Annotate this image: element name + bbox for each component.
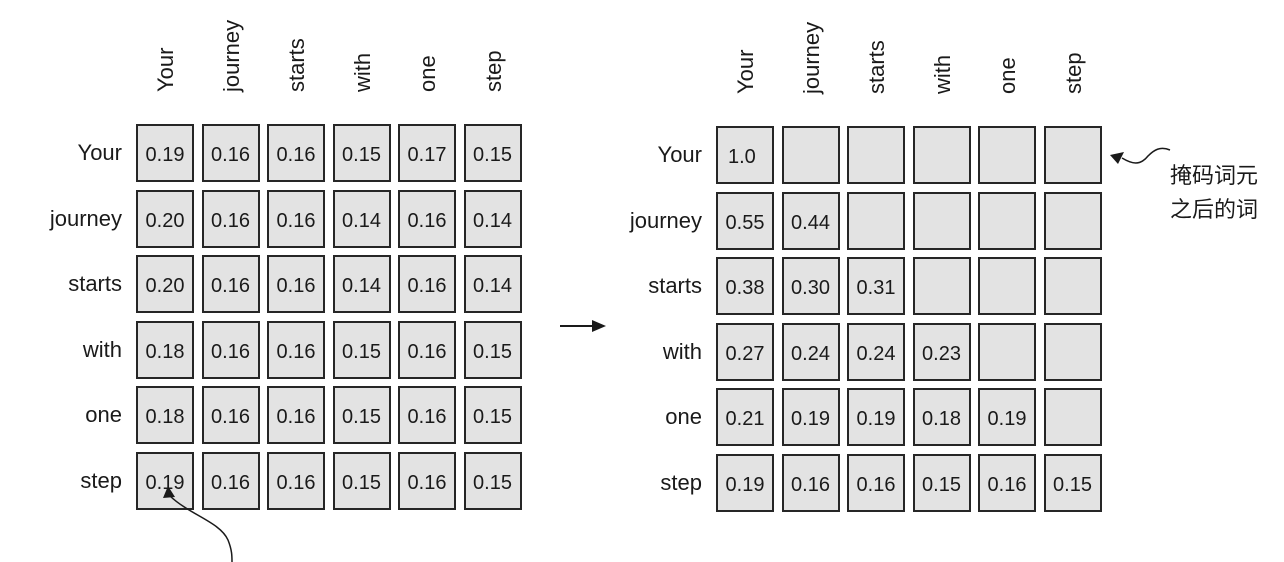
- matrix-1-cell-r1-c0: 0.20: [136, 189, 194, 248]
- mask-arrow-curve: [1121, 147, 1171, 164]
- matrix-2-cell-r1-c0: 0.55: [716, 191, 774, 250]
- matrix-2-cell-r2-c1: 0.30: [781, 257, 840, 315]
- matrix-1-cell-r1-c5: 0.14: [463, 189, 522, 248]
- matrix-2-cell-r5-c4: 0.16: [978, 453, 1036, 512]
- matrix-2-cell-r4-c4: 0.19: [978, 388, 1036, 446]
- matrix-2-cell-r1-c1: 0.44: [781, 191, 840, 250]
- matrix-1-cell-r5-c5: 0.15: [463, 451, 522, 510]
- matrix-2-cell-r1-c2: [847, 191, 905, 250]
- matrix-1-cell-r5-c0: 0.19: [136, 451, 194, 510]
- matrix-1-row-label-2: starts: [68, 271, 122, 296]
- matrix-2-cell-r0-c5: [1043, 126, 1102, 184]
- matrix-2-cell-r5-c1: 0.16: [781, 453, 840, 512]
- matrix-2-cell-r2-c4: [978, 257, 1036, 315]
- cell-arrowhead: [163, 486, 175, 498]
- matrix-2-cell-r0-c3: [912, 126, 971, 184]
- matrix-1-cell-r0-c3: 0.15: [332, 124, 391, 182]
- matrix-2-cell-r2-c5: [1043, 257, 1102, 315]
- matrix-1-cell-r4-c5: 0.15: [463, 386, 522, 444]
- matrix-1-row-label-4: one: [85, 402, 122, 427]
- matrix-2-cell-r2-c0: 0.38: [716, 257, 774, 315]
- matrix-1-cell-r4-c1: 0.16: [201, 386, 260, 444]
- matrix-1-cell-r3-c5: 0.15: [463, 320, 522, 379]
- matrix-1-cell-r1-c3: 0.14: [332, 189, 391, 248]
- matrix-1-cell-r1-c1: 0.16: [201, 189, 260, 248]
- matrix-2-cell-r0-c0: 1.0: [716, 126, 774, 184]
- matrix-2-cell-r2-c2: 0.31: [847, 257, 905, 315]
- matrix-2-cell-r4-c0: 0.21: [716, 388, 774, 446]
- matrix-2-cell-r2-c3: [912, 257, 971, 315]
- matrix-2-cell-r3-c0: 0.27: [716, 322, 774, 381]
- mask-arrowhead: [1110, 152, 1124, 164]
- mask-annotation-line-1: 掩码词元: [1170, 164, 1259, 189]
- matrix-1-cell-r5-c2: 0.16: [267, 451, 325, 510]
- matrix-1-row-label-0: Your: [77, 140, 122, 165]
- matrix-1-cell-r0-c4: 0.17: [398, 124, 456, 182]
- matrix-1-cell-r3-c2: 0.16: [267, 320, 325, 379]
- matrix-2-row-label-5: step: [660, 469, 702, 495]
- matrix-2-cell-r4-c2: 0.19: [847, 388, 905, 446]
- matrix-2-row-label-3: with: [662, 338, 702, 364]
- matrix-1-cell-r3-c1: 0.16: [201, 320, 260, 379]
- matrix-1-cell-r2-c3: 0.14: [332, 255, 391, 313]
- matrix-2-cell-r5-c0: 0.19: [716, 453, 774, 512]
- matrix-2-cell-r4-c1: 0.19: [781, 388, 840, 446]
- matrix-2-row-label-1: journey: [629, 207, 702, 233]
- matrix-1-cell-r2-c5: 0.14: [463, 255, 522, 313]
- matrix-2-cell-r1-c4: [978, 191, 1036, 250]
- matrix-2-cell-r4-c5: [1043, 388, 1102, 446]
- matrix-2-cell-r1-c3: [912, 191, 971, 250]
- matrix-2-cell-r5-c5: 0.15: [1043, 453, 1102, 512]
- matrix-1-cell-r2-c2: 0.16: [267, 255, 325, 313]
- matrix-2-cell-r3-c5: [1043, 322, 1102, 381]
- matrix-1-cell-r5-c4: 0.16: [398, 451, 456, 510]
- matrix-2-cell-r1-c5: [1043, 191, 1102, 250]
- matrix-1-cell-r0-c2: 0.16: [267, 124, 325, 182]
- matrix-1-cell-r4-c2: 0.16: [267, 386, 325, 444]
- matrix-1-row-label-3: with: [82, 336, 122, 362]
- mask-annotation-line-2: 之后的词: [1170, 198, 1259, 223]
- matrix-1-cell-r5-c1: 0.16: [201, 451, 260, 510]
- matrix-2-cell-r0-c2: [847, 126, 905, 184]
- matrix-2-row-label-0: Your: [657, 142, 702, 167]
- matrix-2-cell-r5-c3: 0.15: [912, 453, 971, 512]
- matrix-1-cell-r0-c5: 0.15: [463, 124, 522, 182]
- matrix-1-cell-r1-c2: 0.16: [267, 189, 325, 248]
- matrix-1-cell-r2-c0: 0.20: [136, 255, 194, 313]
- matrix-2-cell-r3-c1: 0.24: [781, 322, 840, 381]
- matrix-2-row-label-2: starts: [648, 273, 702, 298]
- matrix-2-cell-r5-c2: 0.16: [847, 453, 905, 512]
- matrix-1-cell-r4-c3: 0.15: [332, 386, 391, 444]
- matrix-1-cell-r1-c4: 0.16: [398, 189, 456, 248]
- matrix-1-cell-r4-c4: 0.16: [398, 386, 456, 444]
- matrix-1-cell-r0-c1: 0.16: [201, 124, 260, 182]
- matrix-1-row-label-5: step: [80, 467, 122, 493]
- matrix-1-cell-r0-c0: 0.19: [136, 124, 194, 182]
- matrix-1-cell-r3-c0: 0.18: [136, 320, 194, 379]
- matrix-2-cell-r3-c3: 0.23: [912, 322, 971, 381]
- matrix-1-cell-r4-c0: 0.18: [136, 386, 194, 444]
- matrix-1-cell-r5-c3: 0.15: [332, 451, 391, 510]
- matrix-2-cell-r4-c3: 0.18: [912, 388, 971, 446]
- matrix-1-cell-r3-c4: 0.16: [398, 320, 456, 379]
- matrix-1-cell-r3-c3: 0.15: [332, 320, 391, 379]
- matrix-2-cell-r3-c2: 0.24: [847, 322, 905, 381]
- matrix-1-cell-r2-c1: 0.16: [201, 255, 260, 313]
- cell-arrow-curve: [169, 495, 233, 562]
- matrix-2-row-label-4: one: [665, 404, 702, 429]
- matrix-2-cell-r0-c1: [781, 126, 840, 184]
- matrix-2-cell-r0-c4: [978, 126, 1036, 184]
- matrix-1-row-label-1: journey: [49, 205, 122, 231]
- mask-annotation: 掩码词元 之后的词: [1170, 160, 1258, 228]
- matrix-2-cell-r3-c4: [978, 322, 1036, 381]
- transform-arrowhead: [592, 320, 606, 332]
- matrix-1-cell-r2-c4: 0.16: [398, 255, 456, 313]
